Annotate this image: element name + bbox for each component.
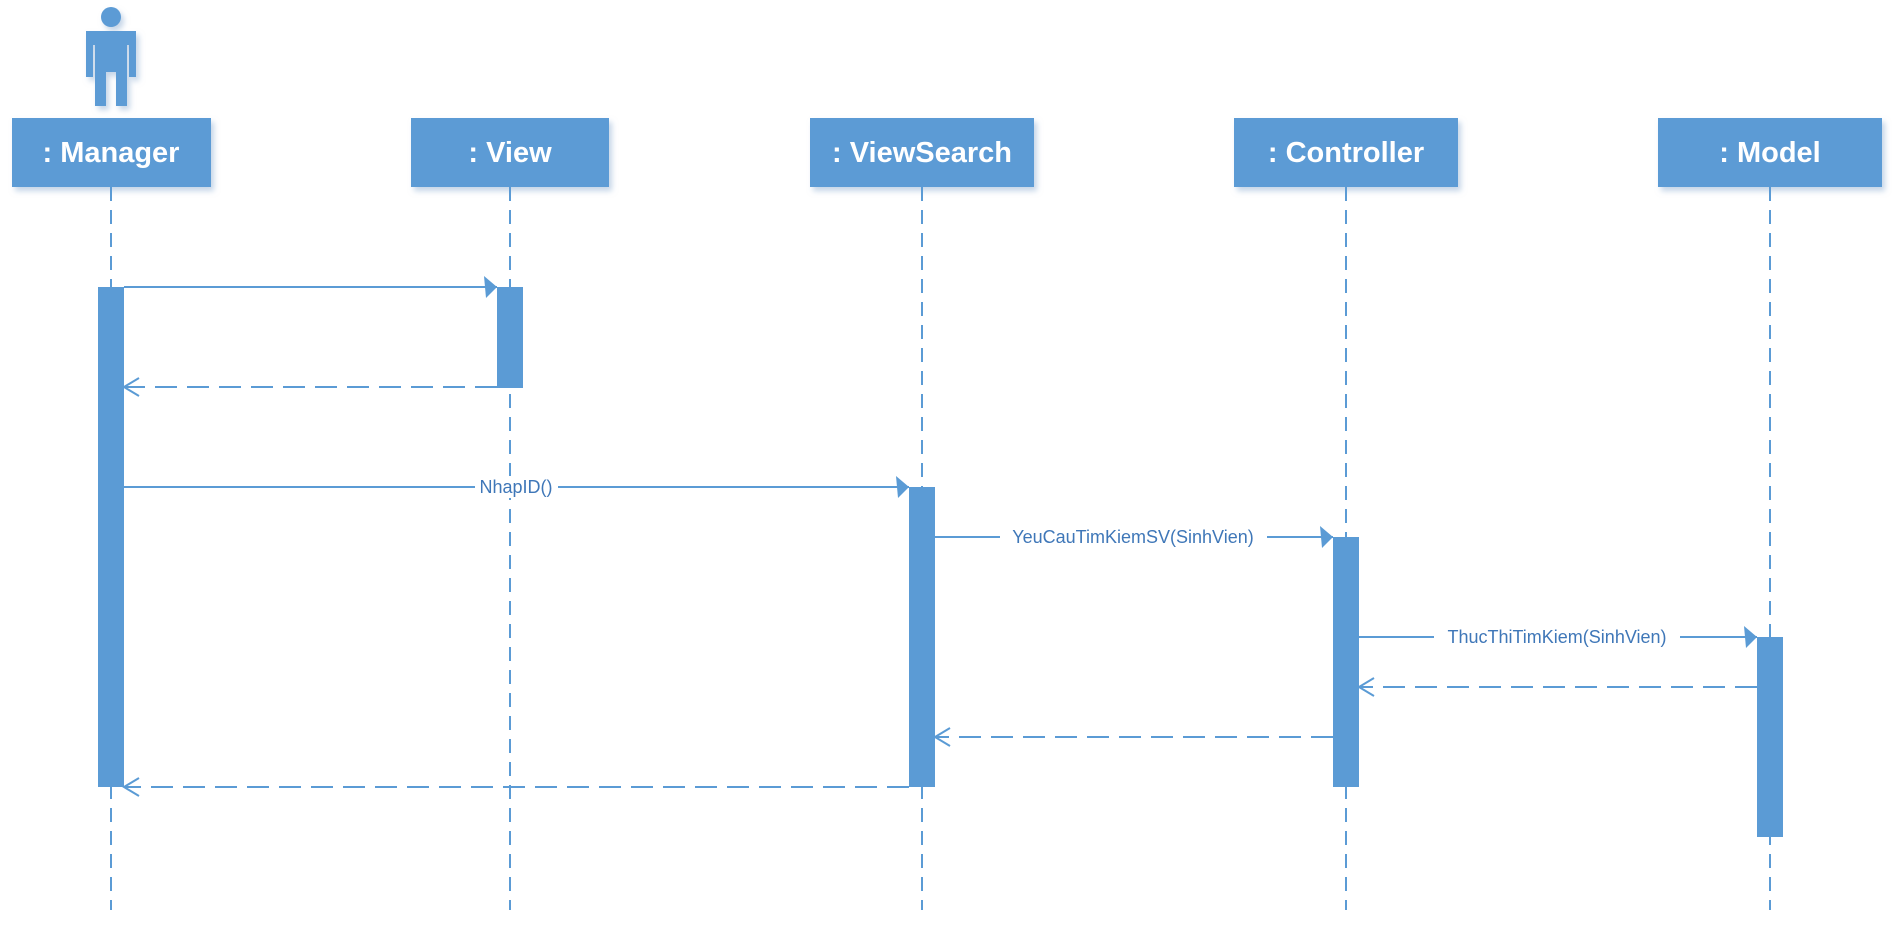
message-label-thucthitimkiem: ThucThiTimKiem(SinhVien)	[1447, 627, 1666, 647]
lifeline-label-model: : Model	[1719, 137, 1821, 169]
arrowhead-open-icon	[122, 377, 140, 397]
activation-bar-controller	[1333, 537, 1359, 787]
return-view-to-manager	[122, 377, 497, 397]
return-viewsearch-to-manager	[122, 777, 909, 797]
actor-stick-figure-icon	[86, 7, 136, 106]
arrowhead-open-icon	[1357, 677, 1375, 697]
arrowhead-open-icon	[933, 727, 951, 747]
return-model-to-controller	[1357, 677, 1757, 697]
return-controller-to-viewsearch	[933, 727, 1333, 747]
lifeline-head-controller[interactable]: : Controller	[1234, 118, 1458, 187]
lifeline-head-model[interactable]: : Model	[1658, 118, 1882, 187]
arrowhead-open-icon	[122, 777, 140, 797]
arrowhead-filled-icon	[484, 276, 497, 298]
lifeline-label-view: : View	[468, 137, 552, 169]
message-thucthitimkiem: ThucThiTimKiem(SinhVien)	[1359, 626, 1757, 648]
arrowhead-filled-icon	[1744, 626, 1757, 648]
lifeline-label-manager: : Manager	[43, 137, 180, 169]
activation-bar-manager	[98, 287, 124, 787]
arrowhead-filled-icon	[1320, 526, 1333, 548]
arrowhead-filled-icon	[896, 476, 909, 498]
activation-bar-model	[1757, 637, 1783, 837]
lifeline-head-manager[interactable]: : Manager	[12, 118, 211, 187]
activation-bar-view	[497, 287, 523, 388]
message-label-nhapid: NhapID()	[479, 477, 552, 497]
message-nhapid: NhapID()	[124, 476, 909, 498]
lifeline-head-viewsearch[interactable]: : ViewSearch	[810, 118, 1034, 187]
message-manager-to-view	[124, 276, 497, 298]
message-label-yeucautimkiemsv: YeuCauTimKiemSV(SinhVien)	[1012, 527, 1253, 547]
lifeline-label-viewsearch: : ViewSearch	[832, 137, 1012, 169]
message-yeucautimkiemsv: YeuCauTimKiemSV(SinhVien)	[935, 526, 1333, 548]
activation-bar-viewsearch	[909, 487, 935, 787]
lifeline-label-controller: : Controller	[1268, 137, 1424, 169]
lifeline-head-view[interactable]: : View	[411, 118, 609, 187]
